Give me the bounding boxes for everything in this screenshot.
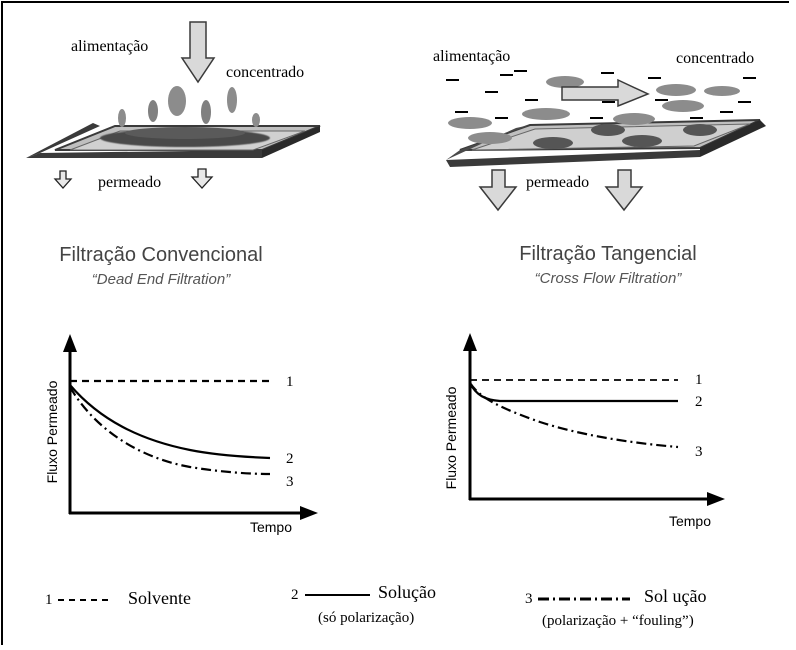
pore bbox=[533, 137, 573, 149]
cross-flow-feed-label: alimentação bbox=[433, 48, 510, 65]
dead-end-feed-label: alimentação bbox=[71, 38, 148, 55]
feed-arrow bbox=[180, 21, 216, 84]
particle bbox=[201, 100, 211, 124]
particle bbox=[168, 86, 186, 116]
legend-2-label: Solução bbox=[378, 582, 436, 602]
particle bbox=[522, 108, 570, 120]
cross-flow-arrow bbox=[561, 78, 650, 108]
x-axis-arrowhead bbox=[707, 492, 725, 506]
permeate-arrow bbox=[604, 169, 644, 212]
curve-2-label: 2 bbox=[695, 394, 703, 410]
curve-1-label: 1 bbox=[695, 372, 703, 388]
particle bbox=[252, 113, 260, 127]
permeate-arrow bbox=[53, 170, 73, 189]
particle bbox=[613, 113, 655, 125]
curve-1-label: 1 bbox=[286, 374, 294, 390]
legend: 1 Solvente 2 Solução (só polarização) 3 … bbox=[45, 582, 707, 629]
legend-3-number: 3 bbox=[525, 591, 533, 607]
curve-3-label: 3 bbox=[695, 444, 703, 460]
cross-flow-title: Filtração Tangencial bbox=[519, 243, 697, 265]
dead-end-title: Filtração Convencional bbox=[59, 244, 262, 266]
cross-flow-flux-chart: Fluxo Permeado Tempo 1 2 3 bbox=[443, 333, 725, 529]
curve-3-fouling bbox=[469, 382, 679, 449]
dead-end-concentrate-label: concentrado bbox=[226, 64, 304, 81]
pore bbox=[468, 132, 512, 144]
dead-end-y-label: Fluxo Permeado bbox=[44, 380, 60, 483]
particle bbox=[148, 100, 158, 122]
particle bbox=[227, 87, 237, 113]
cross-flow-y-label: Fluxo Permeado bbox=[443, 386, 459, 489]
legend-2-note: (só polarização) bbox=[318, 610, 414, 626]
y-axis-arrowhead bbox=[63, 334, 77, 352]
particle bbox=[662, 100, 704, 112]
particle bbox=[704, 86, 740, 96]
particle bbox=[448, 117, 492, 129]
permeate-arrow bbox=[190, 168, 214, 189]
legend-3-label: Sol ução bbox=[644, 586, 707, 606]
particle bbox=[656, 84, 696, 96]
particle bbox=[546, 76, 584, 88]
pore bbox=[591, 124, 625, 136]
cross-flow-subtitle: “Cross Flow Filtration” bbox=[535, 270, 683, 287]
legend-2-number: 2 bbox=[291, 587, 299, 603]
curve-3-label: 3 bbox=[286, 474, 294, 490]
dead-end-subtitle: “Dead End Filtration” bbox=[92, 271, 231, 288]
curve-2-solution bbox=[469, 382, 678, 403]
y-axis-arrowhead bbox=[463, 333, 477, 351]
cross-flow-permeate-label: permeado bbox=[526, 174, 589, 191]
dead-end-permeate-label: permeado bbox=[98, 174, 161, 191]
dead-end-x-label: Tempo bbox=[250, 519, 292, 535]
cross-flow-schematic bbox=[446, 70, 766, 212]
curve-2-label: 2 bbox=[286, 451, 294, 467]
legend-1-label: Solvente bbox=[128, 588, 191, 608]
dead-end-schematic bbox=[26, 21, 321, 189]
particle bbox=[118, 109, 126, 127]
permeate-arrow bbox=[478, 169, 518, 212]
curve-3-fouling bbox=[69, 386, 271, 476]
legend-3-note: (polarização + “fouling”) bbox=[542, 613, 694, 629]
cross-flow-concentrate-label: concentrado bbox=[676, 50, 754, 67]
cross-flow-x-label: Tempo bbox=[669, 513, 711, 529]
pore bbox=[622, 135, 662, 147]
dead-end-flux-chart: Fluxo Permeado Tempo 1 2 3 bbox=[44, 334, 318, 535]
x-axis-arrowhead bbox=[300, 506, 318, 520]
legend-1-number: 1 bbox=[45, 592, 53, 608]
curve-2-solution bbox=[69, 384, 271, 460]
pore bbox=[683, 124, 717, 136]
